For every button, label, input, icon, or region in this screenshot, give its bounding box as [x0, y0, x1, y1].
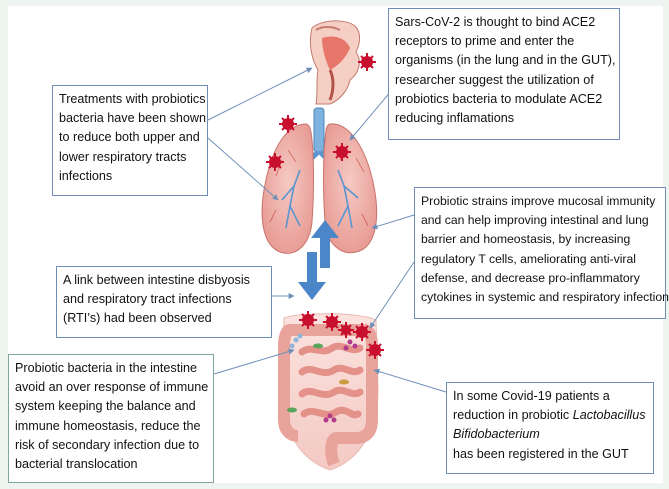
lactobacillus-label: Lactobacillus: [573, 408, 646, 422]
probiotic-strains-note-box: Probiotic strains improve mucosal immuni…: [414, 187, 666, 319]
intestine-line: risk of secondary infection due to: [15, 436, 207, 455]
treatments-line: lower respiratory tracts: [59, 148, 201, 167]
bifidobacterium-label: Bifidobacterium: [453, 427, 540, 441]
sars-line: probiotics bacteria to modulate ACE2: [395, 90, 613, 109]
probiotic-strains-line: defense, and decrease pro-inflammatory: [421, 269, 659, 288]
sars-line: reducing inflamations: [395, 109, 613, 128]
covid-line: has been registered in the GUT: [453, 445, 647, 464]
treatments-line: infections: [59, 167, 201, 186]
treatments-line: bacteria have been shown: [59, 109, 201, 128]
covid-line: reduction in probiotic Lactobacillus: [453, 406, 647, 425]
covid-line: Bifidobacterium: [453, 425, 647, 444]
intestine-line: immune homeostasis, reduce the: [15, 417, 207, 436]
probiotic-strains-line: cytokines in systemic and respiratory in…: [421, 288, 659, 307]
intestine-note-box: Probiotic bacteria in the intestine avoi…: [8, 354, 214, 483]
treatments-line: to reduce both upper and: [59, 128, 201, 147]
sars-line: Sars-CoV-2 is thought to bind ACE2: [395, 13, 613, 32]
intestine-line: avoid an over response of immune: [15, 378, 207, 397]
sars-line: researcher suggest the utilization of: [395, 71, 613, 90]
treatments-note-box: Treatments with probiotics bacteria have…: [52, 85, 208, 196]
probiotic-strains-line: barrier and homeostasis, by increasing: [421, 230, 659, 249]
covid-note-box: In some Covid-19 patients a reduction in…: [446, 382, 654, 474]
covid-line-prefix: reduction in probiotic: [453, 408, 573, 422]
sars-note-box: Sars-CoV-2 is thought to bind ACE2 recep…: [388, 8, 620, 140]
link-line: A link between intestine disbyosis: [63, 271, 265, 290]
link-line: (RTI’s) had been observed: [63, 309, 265, 328]
sars-line: organisms (in the lung and in the GUT),: [395, 51, 613, 70]
sars-line: receptors to prime and enter the: [395, 32, 613, 51]
link-line: and respiratory tract infections: [63, 290, 265, 309]
treatments-line: Treatments with probiotics: [59, 90, 201, 109]
head-icon: [310, 21, 359, 104]
probiotic-strains-line: and can help improving intestinal and lu…: [421, 211, 659, 230]
intestine-line: bacterial translocation: [15, 455, 207, 474]
intestine-line: Probiotic bacteria in the intestine: [15, 359, 207, 378]
covid-line: In some Covid-19 patients a: [453, 387, 647, 406]
probiotic-strains-line: regulatory T cells, ameliorating anti-vi…: [421, 250, 659, 269]
probiotic-strains-line: Probiotic strains improve mucosal immuni…: [421, 192, 659, 211]
link-note-box: A link between intestine disbyosis and r…: [56, 266, 272, 338]
intestine-line: system keeping the balance and: [15, 397, 207, 416]
